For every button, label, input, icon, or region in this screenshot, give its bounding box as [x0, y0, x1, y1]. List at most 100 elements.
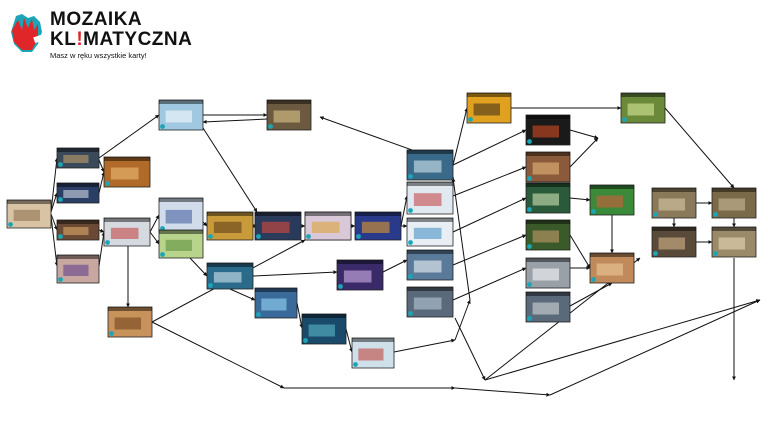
edge-arrow	[569, 197, 591, 202]
card-title-bar	[57, 220, 99, 224]
edge-arrow	[569, 137, 599, 168]
edge-arrow	[50, 157, 59, 213]
cards	[6, 92, 757, 369]
card-title-bar	[526, 258, 570, 262]
edge-arrow	[98, 171, 106, 194]
card-illustration	[532, 125, 559, 138]
card-c37[interactable]	[589, 184, 635, 216]
card-c17[interactable]	[304, 211, 352, 241]
edge-arrow	[569, 282, 613, 307]
card-c18[interactable]	[336, 259, 384, 291]
card-c28[interactable]	[466, 92, 512, 124]
card-illustration	[627, 103, 654, 116]
card-number-icon	[408, 311, 413, 316]
card-title-bar	[57, 183, 99, 187]
card-c35[interactable]	[620, 92, 666, 124]
edge-arrow	[252, 270, 338, 277]
card-illustration	[413, 193, 442, 206]
card-c26[interactable]	[406, 249, 454, 281]
card-number-icon	[408, 274, 413, 279]
edge-arrow	[569, 234, 591, 269]
card-title-bar	[207, 263, 253, 267]
card-c40[interactable]	[711, 187, 757, 219]
card-number-icon	[408, 174, 413, 179]
card-illustration	[213, 272, 242, 283]
card-illustration	[413, 227, 442, 239]
card-c41[interactable]	[711, 226, 757, 258]
card-title-bar	[621, 93, 665, 97]
card-illustration	[596, 195, 623, 208]
card-title-bar	[305, 212, 351, 216]
card-c15[interactable]	[254, 211, 302, 241]
card-illustration	[718, 198, 745, 211]
card-c21[interactable]	[301, 313, 347, 345]
card-c14[interactable]	[206, 262, 254, 290]
logo-title-line2: KL!MATYCZNA	[50, 30, 192, 50]
card-title-bar	[652, 227, 696, 231]
card-c10[interactable]	[107, 306, 153, 338]
edge-arrow	[549, 299, 761, 396]
card-c5[interactable]	[103, 217, 151, 247]
card-title-bar	[407, 150, 453, 154]
card-title-bar	[159, 230, 203, 234]
card-c39[interactable]	[651, 226, 697, 258]
card-number-icon	[653, 212, 658, 217]
card-c24[interactable]	[406, 181, 454, 215]
card-title-bar	[526, 152, 570, 156]
card-c12[interactable]	[158, 229, 204, 259]
card-number-icon	[713, 212, 718, 217]
card-number-icon	[527, 176, 532, 181]
card-illustration	[110, 167, 139, 180]
card-c31[interactable]	[525, 182, 571, 214]
card-c32[interactable]	[525, 219, 571, 251]
card-c23[interactable]	[406, 149, 454, 181]
edge-arrow	[149, 231, 160, 245]
card-title-bar	[104, 218, 150, 222]
card-number-icon	[527, 244, 532, 249]
edge-arrow	[229, 288, 256, 301]
logo-title-exclaim: !	[76, 29, 84, 50]
card-c33[interactable]	[525, 257, 571, 289]
card-illustration	[308, 324, 335, 337]
card-number-icon	[527, 139, 532, 144]
card-c1[interactable]	[6, 199, 52, 229]
logo-title-line1: MOZAIKA	[50, 9, 143, 30]
card-c20[interactable]	[254, 287, 298, 319]
card-c9[interactable]	[266, 99, 312, 131]
card-number-icon	[306, 234, 311, 239]
card-number-icon	[208, 234, 213, 239]
card-c2[interactable]	[56, 147, 100, 169]
card-number-icon	[160, 252, 165, 257]
card-c30[interactable]	[525, 151, 571, 183]
card-number-icon	[58, 162, 63, 167]
card-c11[interactable]	[158, 197, 204, 233]
card-number-icon	[8, 222, 13, 227]
card-c22[interactable]	[351, 337, 395, 369]
card-c25[interactable]	[406, 217, 454, 247]
card-number-icon	[653, 251, 658, 256]
card-illustration	[114, 317, 141, 330]
card-illustration	[63, 227, 89, 235]
edge-arrow	[452, 234, 527, 266]
card-c34[interactable]	[525, 291, 571, 323]
card-c4[interactable]	[56, 182, 100, 204]
card-c6[interactable]	[56, 219, 100, 241]
card-c13[interactable]	[206, 211, 254, 241]
card-title-bar	[159, 100, 203, 104]
card-title-bar	[159, 198, 203, 202]
card-c36[interactable]	[589, 252, 635, 284]
card-title-bar	[407, 287, 453, 291]
card-c27[interactable]	[406, 286, 454, 318]
edge-arrow	[202, 221, 208, 227]
card-c3[interactable]	[103, 156, 151, 188]
edges	[50, 106, 761, 397]
card-c29[interactable]	[525, 114, 571, 146]
card-illustration	[311, 221, 340, 233]
card-title-bar	[255, 212, 301, 216]
card-c38[interactable]	[651, 187, 697, 219]
card-c8[interactable]	[158, 99, 204, 131]
card-title-bar	[355, 212, 401, 216]
card-c7[interactable]	[56, 254, 100, 284]
edge-arrow	[98, 228, 105, 233]
card-c19[interactable]	[354, 211, 402, 241]
